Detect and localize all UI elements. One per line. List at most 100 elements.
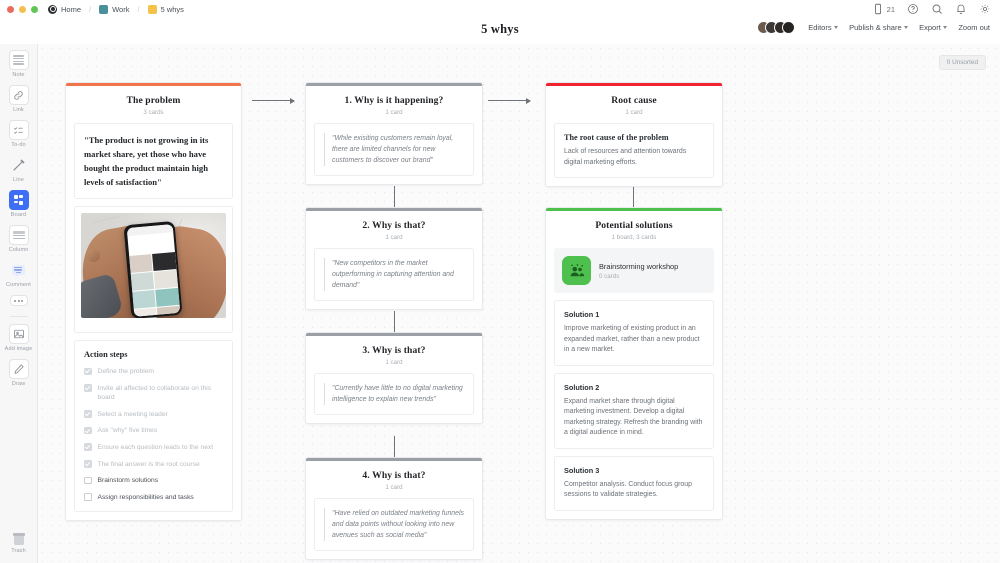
settings-icon[interactable] [978,3,991,16]
breadcrumb-item-5-whys[interactable]: 5 whys [160,4,184,14]
column-card-count: 1 card [625,109,643,116]
column-why-1[interactable]: 1. Why is it happening? 1 card "While ex… [305,82,483,185]
comment-icon [8,260,28,280]
column-card-count: 1 card [385,359,403,366]
column-header: The problem 3 cards [66,86,241,123]
card-brainstorming-workshop[interactable]: Brainstorming workshop 0 cards [554,248,714,293]
mobile-preview-icon [871,3,884,16]
board-icon [8,190,29,210]
search-icon[interactable] [930,3,943,16]
checkbox-checked[interactable] [84,410,92,418]
card-why-2[interactable]: "New competitors in the market outperfor… [314,248,474,301]
tool-todo[interactable]: To-do [8,120,29,148]
column-why-4[interactable]: 4. Why is that? 1 card "Have relied on o… [305,457,483,560]
checkbox-unchecked[interactable] [84,493,92,501]
checklist-label: Define the problem [97,368,155,375]
checklist-item[interactable]: Define the problem [84,367,223,377]
notifications-icon[interactable] [954,3,967,16]
window-controls[interactable] [7,5,38,13]
tool-note-label: Note [12,72,25,78]
checkbox-checked[interactable] [84,384,92,392]
minimize-window-button[interactable] [19,5,26,13]
card-root-cause[interactable]: The root cause of the problem Lack of re… [554,123,714,178]
column-root-cause[interactable]: Root cause 1 card The root cause of the … [545,82,723,187]
column-the-problem[interactable]: The problem 3 cards "The product is not … [65,82,242,522]
card-why-4[interactable]: "Have relied on outdated marketing funne… [314,498,474,551]
folder-teal-icon [99,4,109,14]
add-image-icon [8,324,29,344]
checklist-item[interactable]: Invite all affected to collaborate on th… [84,384,223,403]
checkbox-checked[interactable] [84,443,92,451]
column-why-2[interactable]: 2. Why is that? 1 card "New competitors … [305,207,483,310]
link-icon [8,85,29,105]
checklist-item[interactable]: Select a meeting leader [84,410,223,420]
tool-comment-label: Comment [6,282,31,288]
card-action-steps[interactable]: Action steps Define the problem Invite a… [74,340,233,513]
export-button[interactable]: Export [919,23,948,32]
checkbox-checked[interactable] [84,426,92,435]
phone-photo-image [81,213,226,318]
board-header: 5 whys Editors Publish & share Export [0,18,1000,44]
card-text: Competitor analysis. Conduct focus group… [564,480,692,499]
column-card-count: 1 card [385,234,403,241]
checkbox-unchecked[interactable] [84,476,92,485]
column-card-count: 1 card [385,109,403,116]
checklist-item[interactable]: Ensure each question leads to the next [84,443,223,453]
zoom-out-button[interactable]: Zoom out [958,23,990,32]
trash-button[interactable]: Trash [11,533,26,554]
tool-note[interactable]: Note [8,50,29,78]
tool-column[interactable]: Column [8,225,29,253]
card-why-1[interactable]: "While exisiting customers remain loyal,… [314,123,474,176]
column-card-count: 1 board, 3 cards [611,234,657,241]
tool-more[interactable] [9,295,28,306]
checkbox-checked[interactable] [84,367,92,375]
chevron-down-icon [943,26,948,29]
tool-line[interactable]: Line [9,155,29,183]
column-header: Root cause 1 card [546,86,722,123]
column-title: Potential solutions [595,220,673,231]
more-icon [9,295,28,306]
avatar[interactable] [782,21,796,34]
help-icon[interactable] [906,3,919,16]
card-text: "While exisiting customers remain loyal,… [324,133,464,166]
checkbox-checked[interactable] [84,460,92,468]
breadcrumb-item-work[interactable]: Work [112,4,130,14]
column-accent-bar [306,333,482,336]
collaborator-avatars[interactable] [756,21,796,34]
mobile-preview-button[interactable]: 21 [871,3,895,16]
checklist-item[interactable]: Brainstorm solutions [84,476,223,486]
maximize-window-button[interactable] [31,5,38,13]
column-title: Root cause [611,95,657,106]
column-potential-solutions[interactable]: Potential solutions 1 board, 3 cards [545,207,723,520]
tool-add-image[interactable]: Add image [5,324,33,352]
column-header: 3. Why is that? 1 card [306,336,482,373]
column-accent-bar [306,83,482,86]
column-why-3[interactable]: 3. Why is that? 1 card "Currently have l… [305,332,483,424]
unsorted-badge[interactable]: 0 Unsorted [938,55,986,70]
card-why-3[interactable]: "Currently have little to no digital mar… [314,373,474,415]
breadcrumb-item-home[interactable]: Home [61,4,82,14]
tool-line-label: Line [13,177,24,183]
checklist-item[interactable]: Assign responsibilities and tasks [84,493,223,503]
card-solution-1[interactable]: Solution 1 Improve marketing of existing… [554,300,714,366]
card-solution-3[interactable]: Solution 3 Competitor analysis. Conduct … [554,455,714,511]
tool-todo-label: To-do [11,142,26,148]
tool-draw[interactable]: Draw [8,359,29,387]
column-header: 2. Why is that? 1 card [306,211,482,248]
checklist-item[interactable]: Ask "why" five times [84,426,223,436]
card-image[interactable] [74,206,233,333]
tool-board-label: Board [10,212,27,218]
tool-board[interactable]: Board [8,190,29,218]
editors-button[interactable]: Editors [808,23,839,32]
tool-link[interactable]: Link [8,85,29,113]
card-problem-statement[interactable]: "The product is not growing in its marke… [74,123,233,199]
tool-draw-label: Draw [11,381,26,387]
checklist-item[interactable]: The final answer is the root course [84,460,223,470]
column-accent-bar [546,83,722,86]
checklist-label: Brainstorm solutions [97,477,159,485]
publish-share-button[interactable]: Publish & share [849,23,909,32]
board-canvas[interactable]: 0 Unsorted The problem 3 cards "The prod… [38,44,1000,563]
close-window-button[interactable] [7,5,14,13]
card-solution-2[interactable]: Solution 2 Expand market share through d… [554,372,714,449]
tool-comment[interactable]: Comment [6,260,31,288]
